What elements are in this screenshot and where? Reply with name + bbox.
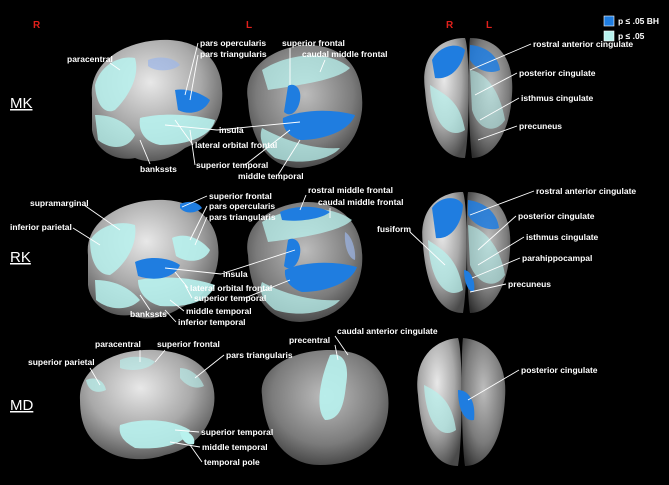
mk-label-pars-triangularis: pars triangularis — [200, 49, 267, 59]
mk-label-superior-temporal: superior temporal — [196, 160, 268, 170]
mk-label-isthmus-cingulate: isthmus cingulate — [521, 93, 594, 103]
rk-label-precuneus: precuneus — [508, 279, 551, 289]
left-hemisphere-label-medial: L — [486, 20, 492, 31]
mk-medial-brain — [424, 38, 513, 158]
md-label-superior-parietal: superior parietal — [28, 357, 95, 367]
rk-label-supramarginal: supramarginal — [30, 198, 89, 208]
mk-label-middle-temporal: middle temporal — [238, 171, 304, 181]
md-label-temporal-pole: temporal pole — [204, 457, 260, 467]
mk-label-caudal-middle-frontal: caudal middle frontal — [302, 49, 388, 59]
legend-swatch-p05 — [603, 30, 615, 42]
legend-label-p05: p ≤ .05 — [618, 31, 645, 41]
rk-label-parahippocampal: parahippocampal — [522, 253, 592, 263]
rk-label-pars-triangularis: pars triangularis — [209, 212, 276, 222]
mk-label-rostral-anterior-cingulate: rostral anterior cingulate — [533, 39, 633, 49]
right-hemisphere-label: R — [33, 20, 41, 31]
rk-label-posterior-cingulate: posterior cingulate — [518, 211, 595, 221]
mk-label-superior-frontal: superior frontal — [282, 38, 345, 48]
rk-label-superior-frontal: superior frontal — [209, 191, 272, 201]
md-label-caudal-anterior-cingulate: caudal anterior cingulate — [337, 326, 438, 336]
rk-label-insula: insula — [223, 269, 248, 279]
rk-label-caudal-middle-frontal: caudal middle frontal — [318, 197, 404, 207]
mk-label-lateral-orbital-frontal: lateral orbital frontal — [195, 140, 277, 150]
rk-label-rostral-anterior-cingulate: rostral anterior cingulate — [536, 186, 636, 196]
mk-label-posterior-cingulate: posterior cingulate — [519, 68, 596, 78]
md-label-superior-temporal: superior temporal — [201, 427, 273, 437]
rk-label-lateral-orbital-frontal: lateral orbital frontal — [190, 283, 272, 293]
mk-right-lateral-brain — [91, 39, 223, 162]
md-left-lateral-brain — [261, 350, 389, 465]
md-label-middle-temporal: middle temporal — [202, 442, 268, 452]
left-hemisphere-label: L — [246, 20, 252, 31]
mk-labels: paracentral pars opercularis pars triang… — [67, 38, 633, 181]
md-labels: paracentral superior frontal superior pa… — [28, 326, 598, 467]
mk-label-paracentral: paracentral — [67, 54, 113, 64]
rk-right-lateral-brain — [87, 199, 219, 319]
rk-left-lateral-brain — [247, 201, 363, 322]
md-medial-brain — [417, 338, 506, 466]
row-label-mk: MK — [10, 95, 33, 112]
rk-label-fusiform: fusiform — [377, 224, 411, 234]
rk-label-pars-opercularis: pars opercularis — [209, 201, 275, 211]
rk-label-bankssts: bankssts — [130, 309, 167, 319]
md-label-precentral: precentral — [289, 335, 330, 345]
right-hemisphere-label-medial: R — [446, 20, 454, 31]
rk-medial-brain — [422, 192, 511, 313]
md-right-lateral-brain — [79, 349, 215, 460]
md-label-pars-triangularis: pars triangularis — [226, 350, 293, 360]
mk-label-insula: insula — [219, 125, 244, 135]
mk-label-bankssts: bankssts — [140, 164, 177, 174]
mk-label-precuneus: precuneus — [519, 121, 562, 131]
legend-swatch-bh — [603, 15, 615, 27]
md-label-paracentral: paracentral — [95, 339, 141, 349]
mk-label-pars-opercularis: pars opercularis — [200, 38, 266, 48]
md-label-superior-frontal: superior frontal — [157, 339, 220, 349]
rk-label-superior-temporal: superior temporal — [194, 293, 266, 303]
row-label-rk: RK — [10, 249, 31, 266]
legend: p ≤ .05 BH p ≤ .05 — [603, 15, 659, 42]
rk-label-isthmus-cingulate: isthmus cingulate — [526, 232, 599, 242]
mk-left-lateral-brain — [247, 44, 363, 168]
rk-label-rostral-middle-frontal: rostral middle frontal — [308, 185, 393, 195]
rk-label-middle-temporal: middle temporal — [186, 306, 252, 316]
md-label-posterior-cingulate: posterior cingulate — [521, 365, 598, 375]
rk-labels: supramarginal inferior parietal superior… — [10, 185, 636, 327]
legend-label-bh: p ≤ .05 BH — [618, 16, 659, 26]
rk-label-inferior-temporal: inferior temporal — [178, 317, 246, 327]
rk-label-inferior-parietal: inferior parietal — [10, 222, 72, 232]
row-label-md: MD — [10, 397, 33, 414]
